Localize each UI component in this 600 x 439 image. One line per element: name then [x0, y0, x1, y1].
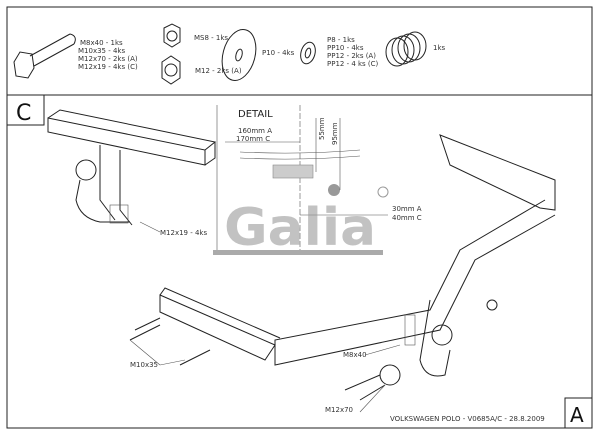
detail-horizontal-a: 160mm A — [238, 127, 272, 135]
detail-vertical-95: 95mm — [331, 122, 339, 145]
variant-c-letter: C — [16, 101, 31, 126]
variant-a-box — [564, 397, 593, 429]
washer-small-label-1: P8 - 1ks — [327, 36, 355, 44]
washer-large-icon — [221, 29, 257, 81]
washer-small-label-4: PP12 - 4 ks (C) — [327, 60, 379, 68]
detail-vertical-55: 55mm — [318, 117, 326, 140]
washer-large-label: P10 - 4ks — [262, 49, 295, 57]
bolt-label-1: M8x40 - 1ks — [80, 39, 123, 47]
main-hitch-drawing — [129, 134, 556, 413]
spring-icon — [385, 31, 427, 67]
variant-c-hitch-drawing — [47, 109, 217, 233]
spring-label: 1ks — [433, 44, 446, 52]
detail-horizontal-c: 170mm C — [236, 135, 270, 143]
footer-title: VOLKSWAGEN POLO - V0685A/C - 28.8.2009 — [390, 415, 545, 423]
detail-ball-a: 30mm A — [392, 205, 422, 213]
washer-small-icon — [300, 41, 316, 65]
nut-m12-label: M12 - 2ks (A) — [195, 67, 242, 75]
variant-a-letter: A — [570, 403, 584, 427]
bolt-label-4: M12x19 - 4ks (C) — [78, 63, 138, 71]
variant-c-bolt-label: M12x19 - 4ks — [160, 229, 207, 237]
logo-underline — [213, 250, 383, 255]
washer-small-label-3: PP12 - 2ks (A) — [327, 52, 376, 60]
galia-logo: Galia — [224, 198, 376, 258]
variant-c-box — [6, 94, 45, 126]
bolt-label-2: M10x35 - 4ks — [78, 47, 125, 55]
washer-small-label-2: PP10 - 4ks — [327, 44, 364, 52]
bolt-m10-label: M10x35 — [130, 361, 158, 369]
nut-m12-icon — [161, 55, 181, 85]
main-panel — [6, 94, 593, 429]
nut-ms8-label: MS8 - 1ks — [194, 34, 228, 42]
detail-view — [216, 105, 388, 255]
bolt-label-3: M12x70 - 2ks (A) — [78, 55, 138, 63]
bolt-m8-label: M8x40 — [343, 351, 367, 359]
registered-mark — [377, 186, 389, 198]
detail-title: DETAIL — [238, 109, 273, 120]
detail-ball-c: 40mm C — [392, 214, 422, 222]
bolt-m12-label: M12x70 — [325, 406, 353, 414]
nut-ms8-icon — [163, 23, 181, 48]
bolt-icon — [13, 33, 76, 79]
